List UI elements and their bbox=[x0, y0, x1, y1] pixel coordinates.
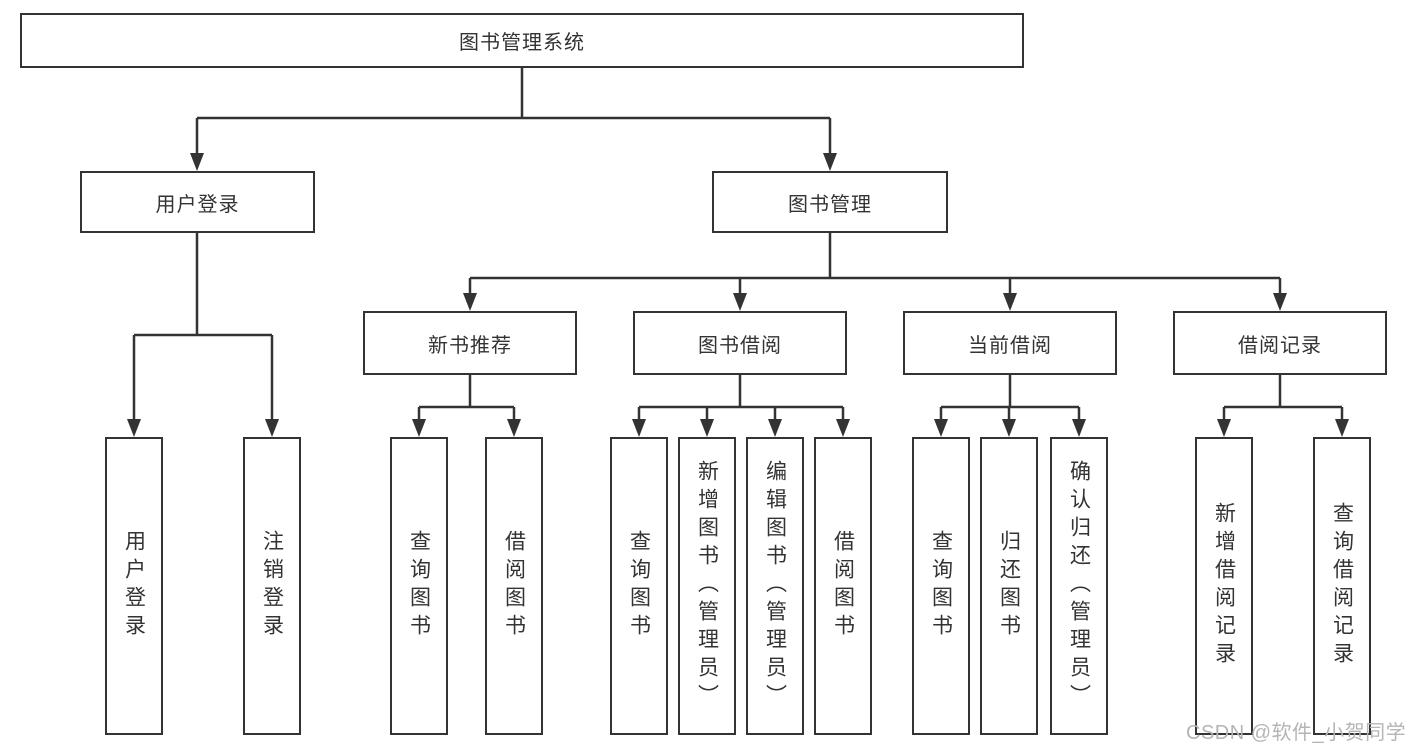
node-label: 当前借阅 bbox=[968, 334, 1052, 357]
node-library-management-system: 图书管理系统 bbox=[20, 13, 1024, 68]
node-label: 图书借阅 bbox=[698, 334, 782, 357]
leaf-query-borrow-record: 查询借阅记录 bbox=[1313, 437, 1371, 735]
node-label: 新书推荐 bbox=[428, 334, 512, 357]
leaf-borrow-books-recommend: 借阅图书 bbox=[485, 437, 543, 735]
leaf-user-login: 用户登录 bbox=[105, 437, 163, 735]
node-label: 查询图书 bbox=[627, 530, 651, 642]
leaf-return-books: 归还图书 bbox=[980, 437, 1038, 735]
node-label: 查询借阅记录 bbox=[1330, 502, 1354, 670]
leaf-query-books-borrow: 查询图书 bbox=[610, 437, 668, 735]
node-current-borrowing: 当前借阅 bbox=[903, 311, 1117, 375]
leaf-logout: 注销登录 bbox=[243, 437, 301, 735]
node-label: 借阅图书 bbox=[831, 530, 855, 642]
node-label: 新增图书（管理员） bbox=[695, 460, 719, 712]
leaf-query-books-recommend: 查询图书 bbox=[390, 437, 448, 735]
node-new-book-recommendation: 新书推荐 bbox=[363, 311, 577, 375]
node-label: 图书管理系统 bbox=[459, 32, 585, 54]
node-label: 借阅记录 bbox=[1238, 334, 1322, 357]
leaf-add-books-admin: 新增图书（管理员） bbox=[678, 437, 736, 735]
node-label: 查询图书 bbox=[407, 530, 431, 642]
node-label: 借阅图书 bbox=[502, 530, 526, 642]
node-label: 确认归还（管理员） bbox=[1067, 460, 1091, 712]
node-book-management: 图书管理 bbox=[712, 171, 948, 233]
node-label: 用户登录 bbox=[122, 530, 146, 642]
leaf-add-borrow-record: 新增借阅记录 bbox=[1195, 437, 1253, 735]
node-label: 图书管理 bbox=[788, 193, 872, 216]
leaf-confirm-return-admin: 确认归还（管理员） bbox=[1050, 437, 1108, 735]
node-label: 编辑图书（管理员） bbox=[763, 460, 787, 712]
node-book-borrowing: 图书借阅 bbox=[633, 311, 847, 375]
node-label: 注销登录 bbox=[260, 530, 284, 642]
node-label: 归还图书 bbox=[997, 530, 1021, 642]
node-user-login: 用户登录 bbox=[80, 171, 315, 233]
leaf-edit-books-admin: 编辑图书（管理员） bbox=[746, 437, 804, 735]
leaf-borrow-books: 借阅图书 bbox=[814, 437, 872, 735]
node-borrowing-records: 借阅记录 bbox=[1173, 311, 1387, 375]
watermark: CSDN @软件_小贺同学 bbox=[1186, 722, 1405, 744]
node-label: 查询图书 bbox=[929, 530, 953, 642]
node-label: 用户登录 bbox=[155, 193, 240, 216]
leaf-query-books-current: 查询图书 bbox=[912, 437, 970, 735]
node-label: 新增借阅记录 bbox=[1212, 502, 1236, 670]
